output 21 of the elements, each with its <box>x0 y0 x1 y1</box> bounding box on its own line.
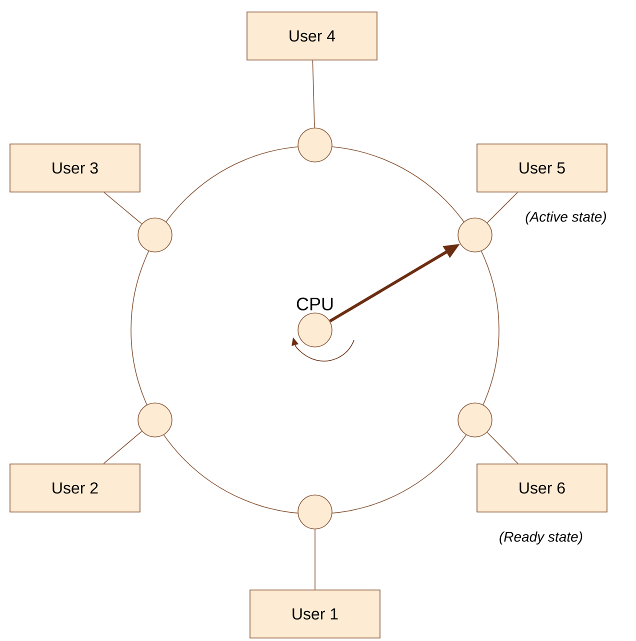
connector-line <box>314 529 316 590</box>
connector-line <box>486 192 518 224</box>
user-box: User 4 <box>246 12 378 60</box>
port-circle <box>138 218 172 252</box>
user-box: User 6 <box>476 464 608 512</box>
user-box: User 3 <box>10 144 140 192</box>
port-circle <box>298 128 332 162</box>
user-box: User 2 <box>10 464 140 512</box>
connector-line <box>104 192 142 224</box>
connector-line <box>103 430 142 464</box>
state-note: (Active state) <box>526 211 606 225</box>
connector-line <box>486 432 518 464</box>
state-note: (Ready state) <box>500 531 582 545</box>
connector-line <box>312 60 315 128</box>
user-box: User 1 <box>250 590 380 638</box>
user-box: User 5 <box>476 144 608 192</box>
port-circle <box>298 494 332 530</box>
port-circle <box>458 402 492 438</box>
port-circle <box>458 218 492 252</box>
node-label: CPU <box>296 298 333 310</box>
port-circle <box>138 402 172 438</box>
